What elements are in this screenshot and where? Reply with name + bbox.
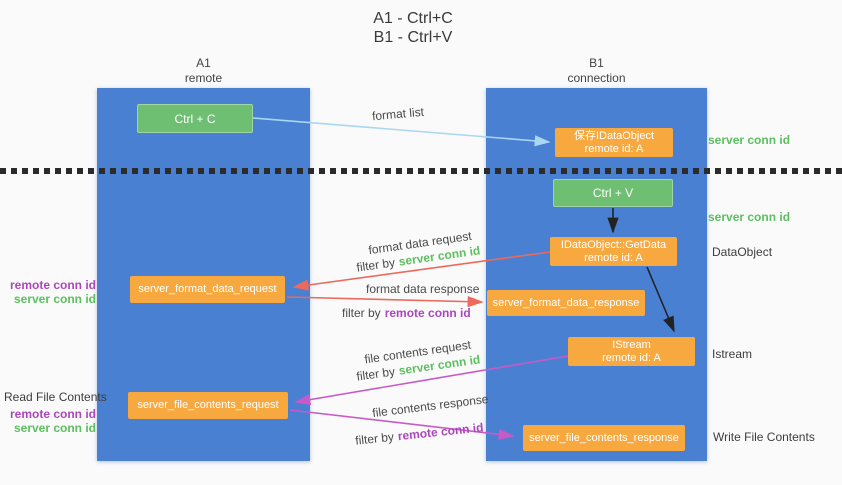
label-server-conn-id-lower-left: server conn id (13, 421, 96, 435)
node-server-file-contents-response: server_file_contents_response (523, 425, 685, 451)
label-istream: Istream (712, 347, 753, 361)
label-server-conn-id-top-right: server conn id (708, 133, 791, 147)
remote-conn-id-text: remote conn id (384, 306, 471, 320)
node-server-file-contents-response-label: server_file_contents_response (529, 431, 679, 444)
node-server-format-data-request-label: server_format_data_request (138, 283, 277, 295)
label-dataobject: DataObject (712, 245, 773, 259)
label-server-conn-id-mid-right: server conn id (708, 210, 791, 224)
arrow-format-list (252, 117, 551, 147)
node-ctrl-c-label: Ctrl + C (174, 111, 216, 126)
label-read-file-contents: Read File Contents (4, 390, 107, 404)
title-line-1: A1 - Ctrl+C (373, 10, 453, 27)
arrow-format-data-request (292, 251, 551, 291)
arrow-file-contents-response (289, 409, 515, 440)
label-format-data-response: format data response (366, 282, 480, 296)
node-istream: IStream remote id: A (568, 337, 695, 366)
lifeline-a1-role: remote (184, 71, 223, 85)
node-ctrl-v: Ctrl + V (553, 179, 673, 207)
arrow-getdata-to-istream (646, 266, 675, 333)
node-server-format-data-response-label: server_format_data_response (492, 296, 640, 309)
node-server-file-contents-request: server_file_contents_request (128, 392, 288, 419)
lifeline-b1-id: B1 (589, 56, 604, 70)
node-save-dataobject: 保存IDataObject remote id: A (555, 128, 673, 157)
node-ctrl-c: Ctrl + C (137, 104, 253, 133)
filter-by-text: filter by (342, 306, 381, 320)
label-write-file-contents: Write File Contents (713, 430, 815, 444)
diagram-title: A1 - Ctrl+C B1 - Ctrl+V (0, 9, 826, 47)
node-istream-line2: remote id: A (602, 351, 661, 364)
label-remote-conn-id-lower-left: remote conn id (9, 407, 96, 421)
lifeline-b1-role: connection (567, 71, 626, 85)
node-ctrl-v-label: Ctrl + V (592, 186, 634, 200)
arrow-format-data-response (286, 296, 484, 308)
node-server-format-data-request: server_format_data_request (130, 276, 285, 303)
label-remote-conn-id-upper-left: remote conn id (9, 278, 96, 292)
section-divider (0, 168, 842, 174)
node-istream-line1: IStream (612, 338, 651, 351)
lifeline-header-a1: A1 remote (97, 56, 310, 86)
arrow-file-contents-request (294, 355, 569, 406)
label-server-conn-id-upper-left: server conn id (13, 292, 96, 306)
lifeline-a1-id: A1 (196, 56, 211, 70)
node-save-dataobject-line2: remote id: A (584, 142, 644, 155)
node-idataobject-getdata-line2: remote id: A (584, 251, 643, 264)
node-idataobject-getdata-line1: IDataObject::GetData (560, 238, 667, 251)
title-line-2: B1 - Ctrl+V (373, 29, 453, 46)
lifeline-header-b1: B1 connection (486, 56, 707, 86)
node-idataobject-getdata: IDataObject::GetData remote id: A (550, 237, 677, 266)
node-server-file-contents-request-label: server_file_contents_request (137, 399, 279, 411)
node-save-dataobject-line1: 保存IDataObject (573, 129, 655, 142)
node-server-format-data-response: server_format_data_response (487, 290, 645, 316)
